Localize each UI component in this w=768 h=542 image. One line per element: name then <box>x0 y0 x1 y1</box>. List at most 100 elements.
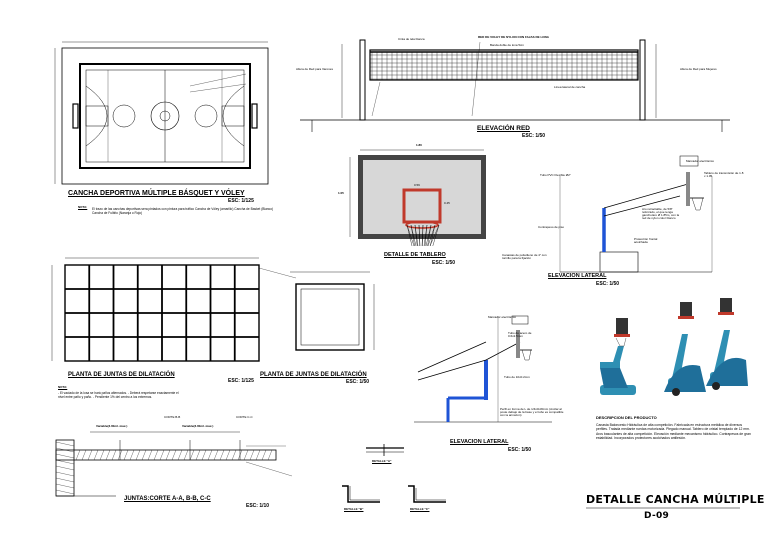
drafting-line <box>410 224 415 247</box>
side2-label-3: Perfil en forma de L de 1/4x0x30mm (Ancl… <box>500 407 564 417</box>
side1-label-5: Protección frontal acolchada <box>634 237 658 244</box>
drafting-line <box>87 449 93 461</box>
side1-label-4: Contrapeso de piso <box>538 225 565 229</box>
drafting-line <box>261 449 267 461</box>
detail-c-drawing <box>408 485 446 503</box>
joints-scale: ESC: 1/125 <box>228 378 254 384</box>
side1-label-3: Aro retractable, de 5/8" reforzado, el q… <box>642 207 680 220</box>
drafting-line <box>231 449 237 461</box>
drafting-line <box>201 449 207 461</box>
board-dim-height: 1.05 <box>338 191 344 195</box>
side1-label-6: Canastas de polietileno de 4" con tornil… <box>502 253 547 260</box>
drafting-line <box>153 449 159 461</box>
detail-c-label: DETALLE "C" <box>410 507 430 511</box>
section-cut-c: CORTE C-C <box>236 415 253 419</box>
drafting-line <box>105 449 111 461</box>
section-scale: ESC: 1/10 <box>246 503 270 509</box>
section-hatch <box>55 441 273 495</box>
drafting-line <box>93 449 99 461</box>
drafting-line <box>135 449 141 461</box>
drafting-line <box>55 459 75 465</box>
drafting-line <box>406 224 413 247</box>
side2-label-0: Marcador electrónico <box>488 315 517 319</box>
drafting-line <box>255 449 261 461</box>
drafting-line <box>195 449 201 461</box>
drafting-line <box>171 449 177 461</box>
drafting-line <box>99 449 105 461</box>
side1-title: ELEVACION LATERAL <box>548 273 607 279</box>
drafting-line <box>430 224 436 247</box>
side1-scale: ESC: 1/50 <box>596 281 620 287</box>
side1-label-2: Tubo PVC Flexible Ø2" <box>540 173 571 177</box>
court-title: CANCHA DEPORTIVA MÚLTIPLE BÁSQUET Y VÓLE… <box>68 190 245 197</box>
hoop-render-front-left <box>664 365 706 396</box>
net-title: ELEVACIÓN RED <box>477 125 530 132</box>
drafting-line <box>410 224 417 247</box>
drafting-line <box>55 477 75 483</box>
net-label-left: Altura de Red para Varones <box>296 67 333 71</box>
drafting-line <box>117 449 123 461</box>
joints-detail-title: PLANTA DE JUNTAS DE DILATACIÓN <box>260 372 367 378</box>
drafting-line <box>189 449 195 461</box>
drafting-line <box>429 224 440 247</box>
drafting-line <box>237 449 243 461</box>
drafting-line <box>177 449 183 461</box>
drafting-line <box>55 465 75 471</box>
backboard-net <box>406 224 440 247</box>
net-label-line: Línea lateral de cancha <box>554 85 586 89</box>
side2-label-1: Tubo de acero de 0.6x2.5mm <box>508 331 532 338</box>
section-title: JUNTAS:CORTE A-A, B-B, C-C <box>124 496 211 502</box>
detail-b-label: DETALLE "B" <box>344 507 364 511</box>
section-cut-b: CORTE B-B <box>164 415 181 419</box>
drafting-line <box>81 449 87 461</box>
detail-a-drawing <box>366 444 404 456</box>
net-label-band: Cinta de tela blanca <box>398 37 425 41</box>
court-scale: ESC: 1/125 <box>228 198 254 204</box>
drafting-line <box>406 224 415 247</box>
sheet-code: D-09 <box>644 511 670 521</box>
board-scale: ESC: 1/50 <box>432 260 456 266</box>
joints-note-label: NOTA: <box>58 385 68 389</box>
net-label-main: RED DE VOLEY DE NYLON CON FAJAS DE LONA <box>478 35 549 39</box>
side1-label-1: Tablero de transmisión de 1.8 x 1.05 <box>704 171 744 178</box>
court-note: El trazo de las canchas deportivas sera … <box>92 207 274 215</box>
board-dim-width: 1.80 <box>416 143 422 147</box>
joints-title: PLANTA DE JUNTAS DE DILATACIÓN <box>68 372 175 378</box>
drafting-line <box>219 449 225 461</box>
drafting-line <box>424 224 428 247</box>
drafting-line <box>414 224 418 247</box>
drafting-line <box>111 449 117 461</box>
drafting-line <box>213 449 219 461</box>
detail-b-drawing <box>342 485 380 503</box>
drafting-line <box>427 224 436 247</box>
drafting-line <box>267 449 273 461</box>
court-note-label: NOTA: <box>78 205 88 209</box>
hoop-render-front-right <box>706 357 748 390</box>
net-scale: ESC: 1/50 <box>522 133 546 139</box>
drafting-line <box>422 224 424 247</box>
drafting-line <box>427 224 432 247</box>
drafting-line <box>249 449 255 461</box>
drafting-line <box>432 224 440 247</box>
court-plan <box>54 41 269 185</box>
drafting-line <box>141 449 147 461</box>
joints-plan <box>51 257 297 362</box>
net-mesh <box>370 52 638 80</box>
drafting-line <box>183 449 189 461</box>
drafting-line <box>159 449 165 461</box>
drafting-line <box>55 471 75 477</box>
side1-label-0: Marcador electrónico <box>686 159 715 163</box>
sheet-title: DETALLE CANCHA MÚLTIPLE <box>586 493 765 506</box>
backboard-detail <box>349 149 486 239</box>
drafting-line <box>225 449 231 461</box>
product-text: Canasta Baloncesto Hidráulica de alta co… <box>596 423 751 440</box>
drafting-line <box>55 453 75 459</box>
board-dim-inner-w: 0.59 <box>414 183 420 187</box>
section-var1: Variable(3.00ml. max.) <box>96 424 128 428</box>
hoop-render <box>600 298 748 396</box>
joints-section <box>55 431 293 497</box>
drafting-line <box>418 224 420 247</box>
drafting-line <box>243 449 249 461</box>
